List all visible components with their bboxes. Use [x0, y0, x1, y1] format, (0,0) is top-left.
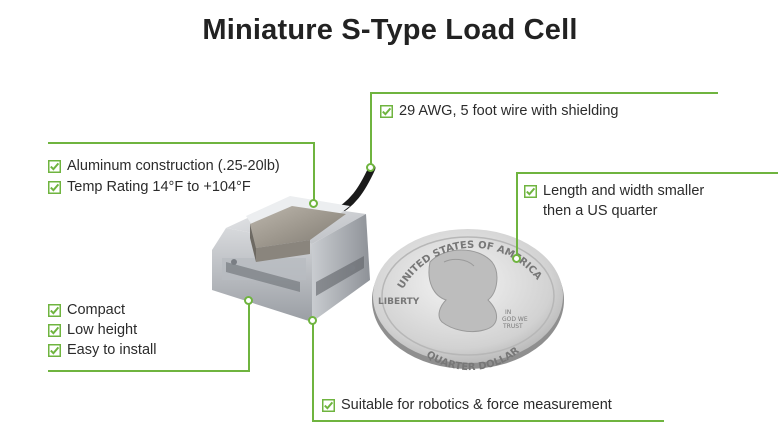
leader-line	[313, 142, 315, 204]
feature-text: Length and width smaller	[543, 183, 705, 199]
callout-dot	[309, 199, 318, 208]
callout-dot	[308, 316, 317, 325]
coin-liberty-text: LIBERTY	[378, 297, 420, 307]
checkbox-check-icon	[380, 104, 393, 118]
leader-line	[48, 370, 250, 372]
feature-item: Low height	[48, 322, 137, 338]
callout-dot	[366, 163, 375, 172]
feature-text: Compact	[67, 302, 126, 318]
feature-item: 29 AWG, 5 foot wire with shielding	[380, 103, 618, 119]
page-title: Miniature S-Type Load Cell	[202, 14, 578, 46]
feature-item: Length and width smaller	[524, 183, 704, 199]
load-cell-body	[212, 196, 370, 322]
coin-motto-line: GOD WE	[502, 316, 528, 323]
checkbox-check-icon	[48, 323, 61, 337]
feature-text: Low height	[67, 322, 138, 338]
feature-text: 29 AWG, 5 foot wire with shielding	[399, 103, 619, 119]
checkbox-check-icon	[322, 398, 335, 412]
leader-line	[48, 142, 314, 144]
coin-motto-line: IN	[505, 309, 511, 316]
checkbox-check-icon	[48, 303, 61, 317]
leader-line	[516, 172, 518, 258]
feature-item: then a US quarter	[543, 203, 657, 219]
feature-item: Easy to install	[48, 342, 156, 358]
feature-text: Temp Rating 14°F to +104°F	[67, 179, 251, 195]
leader-line	[370, 92, 718, 94]
feature-item: Aluminum construction (.25-20lb)	[48, 158, 280, 174]
feature-text: Easy to install	[67, 342, 157, 358]
us-quarter-coin: UNITED STATES OF AMERICA QUARTER DOLLAR …	[372, 229, 564, 373]
leader-line	[312, 320, 314, 421]
feature-item: Compact	[48, 302, 125, 318]
feature-item: Suitable for robotics & force measuremen…	[322, 397, 612, 413]
leader-line	[370, 92, 372, 168]
leader-line	[312, 420, 664, 422]
leader-line	[516, 172, 778, 174]
callout-dot	[244, 296, 253, 305]
leader-line	[248, 300, 250, 371]
checkbox-check-icon	[48, 343, 61, 357]
checkbox-check-icon	[48, 159, 61, 173]
feature-text: Suitable for robotics & force measuremen…	[341, 397, 612, 413]
callout-dot	[512, 254, 521, 263]
feature-text: Aluminum construction (.25-20lb)	[67, 158, 280, 174]
feature-text: then a US quarter	[543, 203, 658, 219]
checkbox-check-icon	[524, 184, 537, 198]
checkbox-check-icon	[48, 180, 61, 194]
coin-motto-line: TRUST	[502, 323, 523, 330]
feature-item: Temp Rating 14°F to +104°F	[48, 179, 251, 195]
